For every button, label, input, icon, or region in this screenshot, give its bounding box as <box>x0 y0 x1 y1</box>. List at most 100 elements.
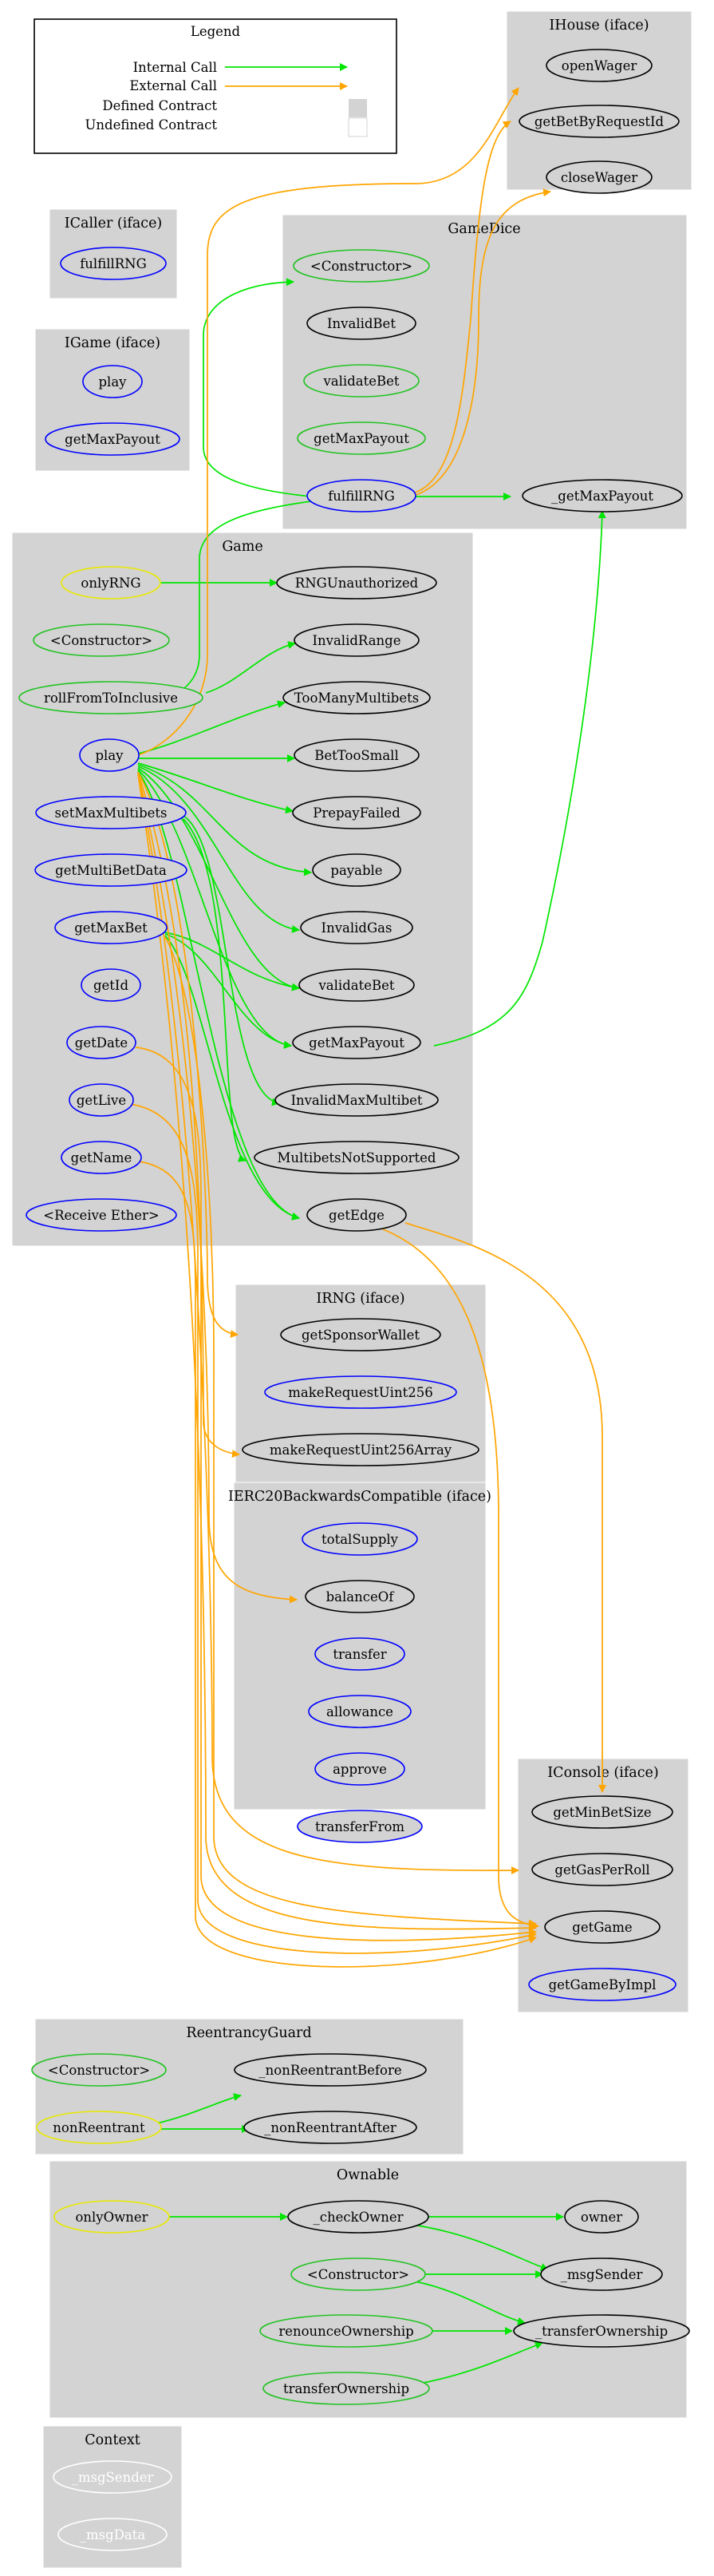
edge-play-getGame <box>137 774 537 1933</box>
node-ow-onlyOwner-label: onlyOwner <box>75 2210 148 2225</box>
node-erc-allowance[interactable]: allowance <box>308 1695 412 1728</box>
node-ihouse-closeWager-label: closeWager <box>561 170 637 185</box>
node-igame-play[interactable]: play <box>82 365 143 398</box>
node-irng-getSponsorWallet[interactable]: getSponsorWallet <box>280 1318 441 1351</box>
node-ihouse-openWager-label: openWager <box>562 58 637 73</box>
node-gd-invalidBet[interactable]: InvalidBet <box>306 307 416 340</box>
node-rg-nonReentrantBefore-label: _nonReentrantBefore <box>258 2063 401 2078</box>
node-ic-getGameByImpl[interactable]: getGameByImpl <box>528 1968 677 2001</box>
node-g-prepayFailed-label: PrepayFailed <box>313 805 400 821</box>
node-g-payable[interactable]: payable <box>312 853 401 887</box>
node-g-prepayFailed[interactable]: PrepayFailed <box>292 796 421 829</box>
node-ow-onlyOwner[interactable]: onlyOwner <box>53 2200 170 2234</box>
node-g-validateBet-label: validateBet <box>318 978 394 993</box>
node-erc-balanceOf[interactable]: balanceOf <box>305 1580 415 1613</box>
node-g-tooManyMultibets[interactable]: TooManyMultibets <box>282 681 431 714</box>
node-g-rngUnauthorized[interactable]: RNGUnauthorized <box>276 566 437 599</box>
node-g-getLive-label: getLive <box>77 1093 126 1108</box>
node-erc-transferFrom-label: transferFrom <box>315 1819 404 1834</box>
node-g-getDate[interactable]: getDate <box>66 1026 136 1059</box>
node-ow-transferOwnership[interactable]: transferOwnership <box>262 2372 430 2405</box>
node-g-invalidRange[interactable]: InvalidRange <box>294 623 420 657</box>
node-igame-getMaxPayout[interactable]: getMaxPayout <box>45 422 180 456</box>
node-erc-transfer[interactable]: transfer <box>314 1637 405 1671</box>
edge-constructor-transferOwnership <box>414 2281 526 2325</box>
node-g-validateBet[interactable]: validateBet <box>298 968 415 1002</box>
node-icaller-fulfillRNG[interactable]: fulfillRNG <box>60 247 167 280</box>
node-ow-checkOwner[interactable]: _checkOwner <box>287 2200 429 2234</box>
node-g-getMaxPayout[interactable]: getMaxPayout <box>292 1026 421 1059</box>
node-g-play[interactable]: play <box>79 738 140 772</box>
node-g-multibetsNotSupported[interactable]: MultibetsNotSupported <box>254 1141 460 1174</box>
node-irng-makeRequestUint256[interactable]: makeRequestUint256 <box>264 1375 457 1409</box>
node-erc-transferFrom[interactable]: transferFrom <box>297 1810 423 1843</box>
node-gd-validateBet[interactable]: validateBet <box>303 364 420 398</box>
node-irng-makeRequestUint256Array[interactable]: makeRequestUint256Array <box>242 1433 479 1466</box>
node-ow-constructor[interactable]: <Constructor> <box>290 2257 426 2291</box>
node-ihouse-getBetByRequestId-label: getBetByRequestId <box>535 114 665 129</box>
edge-play-getGasPerRoll <box>137 773 519 1875</box>
edge-getMaxBet-getEdge <box>164 935 300 1221</box>
node-irng-makeRequestUint256Array-label: makeRequestUint256Array <box>270 1442 452 1458</box>
node-erc-approve[interactable]: approve <box>314 1752 405 1786</box>
cluster-ihouse: IHouse (iface) <box>507 11 692 190</box>
node-g-getId[interactable]: getId <box>81 968 141 1002</box>
edge-play-tooManyMultibets <box>137 700 286 754</box>
node-ctx-msgData[interactable]: _msgData <box>57 2518 168 2551</box>
node-ic-getMinBetSize[interactable]: getMinBetSize <box>531 1795 673 1829</box>
node-g-onlyRNG[interactable]: onlyRNG <box>61 566 161 599</box>
legend-external-call-label: External Call <box>129 78 217 93</box>
node-ihouse-getBetByRequestId[interactable]: getBetByRequestId <box>519 105 680 138</box>
node-g-rollFromToInclusive[interactable]: rollFromToInclusive <box>18 681 203 714</box>
node-g-getEdge[interactable]: getEdge <box>306 1198 407 1232</box>
node-g-getLive[interactable]: getLive <box>69 1083 134 1117</box>
cluster-iconsole-title: IConsole (iface) <box>547 1765 658 1781</box>
node-ihouse-openWager[interactable]: openWager <box>546 49 653 82</box>
node-rg-nonReentrantBefore[interactable]: _nonReentrantBefore <box>234 2053 427 2087</box>
node-ow-renounceOwnership[interactable]: renounceOwnership <box>259 2314 433 2348</box>
legend-internal-call-label: Internal Call <box>133 60 217 75</box>
cluster-icaller-title: ICaller (iface) <box>65 216 163 231</box>
node-g-setMaxMultibets[interactable]: setMaxMultibets <box>35 796 187 829</box>
node-g-betTooSmall[interactable]: BetTooSmall <box>294 738 420 772</box>
cluster-igame-title: IGame (iface) <box>65 335 160 351</box>
node-gd-underscoreGetMaxPayout[interactable]: _getMaxPayout <box>522 479 683 512</box>
node-ow-owner-label: owner <box>581 2210 622 2225</box>
node-rg-nonReentrantAfter[interactable]: _nonReentrantAfter <box>243 2111 417 2144</box>
node-ow-owner[interactable]: owner <box>564 2200 639 2234</box>
node-igame-getMaxPayout-label: getMaxPayout <box>65 432 160 447</box>
node-ic-getGame[interactable]: getGame <box>544 1910 661 1944</box>
node-g-invalidMaxMultibet[interactable]: InvalidMaxMultibet <box>274 1083 439 1117</box>
edge-fulfillRNG-getBetByRequestId <box>414 121 511 493</box>
node-g-receiveEther[interactable]: <Receive Ether> <box>26 1198 177 1232</box>
node-g-getMultiBetData[interactable]: getMultiBetData <box>34 853 187 887</box>
node-g-constructor[interactable]: <Constructor> <box>33 623 170 657</box>
edge-getLive-getGame <box>129 1103 537 1954</box>
node-ihouse-closeWager[interactable]: closeWager <box>546 160 653 194</box>
node-gd-constructor[interactable]: <Constructor> <box>293 249 430 283</box>
node-ow-msgSender[interactable]: _msgSender <box>540 2257 663 2291</box>
node-ic-getGasPerRoll[interactable]: getGasPerRoll <box>531 1853 673 1886</box>
node-g-getName[interactable]: getName <box>61 1141 142 1174</box>
node-g-tooManyMultibets-label: TooManyMultibets <box>294 690 419 706</box>
node-gd-getMaxPayout[interactable]: getMaxPayout <box>297 421 426 455</box>
node-erc-balanceOf-label: balanceOf <box>326 1589 396 1605</box>
node-gd-fulfillRNG[interactable]: fulfillRNG <box>306 479 416 512</box>
node-gd-underscoreGetMaxPayout-label: _getMaxPayout <box>551 489 653 504</box>
edge-getMaxBet-getGame <box>164 936 537 1928</box>
node-rg-constructor[interactable]: <Constructor> <box>31 2053 167 2087</box>
node-gd-getMaxPayout-label: getMaxPayout <box>314 431 409 446</box>
edge-play-openWager <box>137 87 519 756</box>
edge-getEdge-getGame <box>382 1229 539 1929</box>
node-g-getMaxBet[interactable]: getMaxBet <box>54 911 168 944</box>
node-erc-totalSupply[interactable]: totalSupply <box>302 1522 418 1556</box>
node-ctx-msgSender[interactable]: _msgSender <box>53 2460 172 2494</box>
node-gd-fulfillRNG-label: fulfillRNG <box>328 489 395 504</box>
edge-play-validateBet <box>137 767 300 991</box>
node-ow-underscoreTransferOwnership[interactable]: _transferOwnership <box>513 2314 690 2348</box>
node-g-invalidGas[interactable]: InvalidGas <box>300 911 413 944</box>
node-igame-play-label: play <box>99 374 128 390</box>
node-rg-nonReentrant[interactable]: nonReentrant <box>36 2111 162 2144</box>
node-g-getId-label: getId <box>93 978 128 993</box>
legend-defined-contract-swatch <box>349 99 367 117</box>
